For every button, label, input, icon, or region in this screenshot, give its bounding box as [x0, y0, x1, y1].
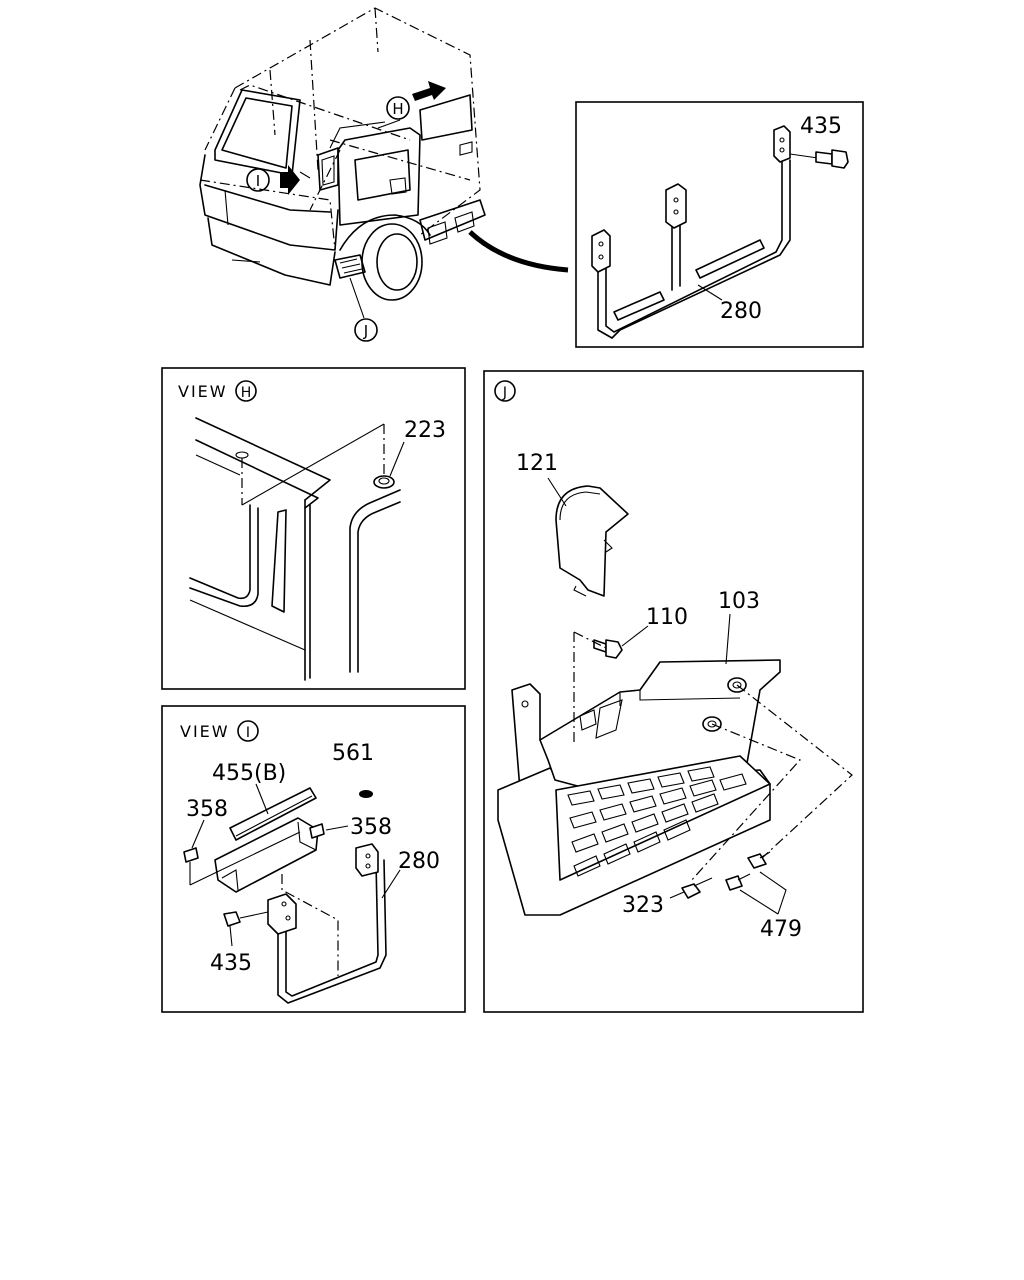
- callout-358-left-label: 358: [186, 797, 228, 822]
- view-h-marker: H: [241, 385, 252, 401]
- view-i-illustration: [183, 787, 387, 1004]
- detail-box-step-bracket: [575, 101, 864, 348]
- callout-358-right-label: 358: [350, 815, 392, 840]
- callout-358-right: 358: [325, 815, 392, 840]
- callout-280-view-i-label: 280: [398, 849, 440, 874]
- panel-view-i: [161, 705, 466, 1013]
- view-i-title: VIEW: [180, 722, 230, 741]
- callout-280-view-i: 280: [381, 849, 440, 899]
- panel-view-j: [483, 370, 864, 1013]
- callout-435: 435: [800, 114, 842, 139]
- marker-i-label: I: [256, 172, 260, 190]
- callout-358-left: 358: [186, 797, 228, 849]
- callout-561-label: 561: [332, 741, 374, 766]
- step-bracket-illustration: [591, 125, 849, 339]
- arrow-right-icon: [412, 81, 446, 101]
- callout-110-label: 110: [646, 605, 688, 630]
- callout-435-view-i: 435: [210, 925, 252, 976]
- view-j-illustration: [497, 485, 853, 916]
- arrow-right-icon: [280, 165, 300, 195]
- panel-view-h: [161, 367, 466, 690]
- view-i-marker: I: [246, 725, 250, 741]
- callout-103-label: 103: [718, 589, 760, 614]
- callout-455b-label: 455(B): [212, 761, 286, 786]
- detail-leader-curve: [468, 230, 569, 273]
- callout-323-label: 323: [622, 893, 664, 918]
- view-j-heading: J: [494, 380, 516, 402]
- callout-280-label: 280: [720, 299, 762, 324]
- callout-435-view-i-label: 435: [210, 951, 252, 976]
- view-h-heading: VIEW H: [178, 380, 257, 402]
- callout-110: 110: [621, 605, 688, 647]
- callout-103: 103: [718, 589, 760, 665]
- callout-561: 561: [332, 741, 374, 766]
- callout-223: 223: [389, 418, 446, 477]
- truck-cab-illustration: [199, 7, 486, 301]
- marker-j: J: [349, 277, 378, 342]
- view-h-title: VIEW: [178, 382, 228, 401]
- callout-121: 121: [516, 451, 567, 507]
- marker-j-label: J: [363, 322, 368, 340]
- view-j-marker: J: [502, 385, 507, 401]
- callout-479: 479: [739, 871, 802, 942]
- marker-i: I: [246, 168, 270, 192]
- callout-435-label: 435: [800, 114, 842, 139]
- callout-280: 280: [697, 284, 762, 324]
- callout-455b: 455(B): [212, 761, 286, 815]
- callout-223-label: 223: [404, 418, 446, 443]
- callout-479-label: 479: [760, 917, 802, 942]
- marker-h: H: [377, 96, 410, 129]
- view-i-heading: VIEW I: [180, 720, 259, 742]
- view-h-panel-illustration: [189, 417, 401, 681]
- marker-h-label: H: [392, 100, 403, 118]
- callout-121-label: 121: [516, 451, 558, 476]
- callout-323: 323: [622, 891, 685, 918]
